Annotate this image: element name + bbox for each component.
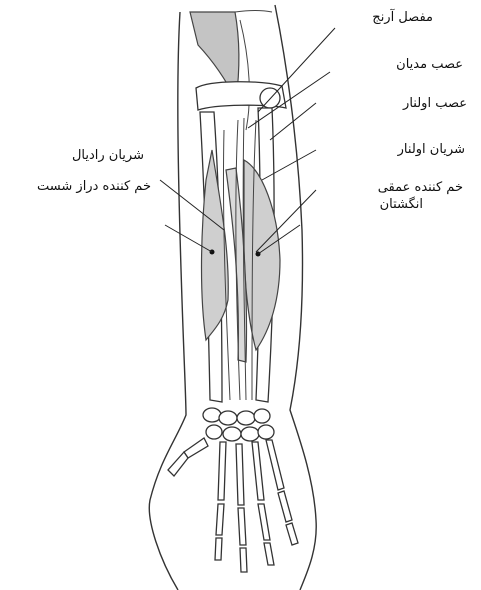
label-long-wrist-flexor: خم کننده دراز شست <box>37 179 151 195</box>
label-radial-artery: شریان رادیال <box>72 148 144 164</box>
carpal-bones <box>203 408 274 441</box>
label-median-nerve: عصب مدیان <box>396 57 463 73</box>
label-deep-flexor-line1: خم کننده عمقی <box>378 180 463 196</box>
label-elbow-joint: مفصل آرنج <box>372 10 433 26</box>
thumb-bone <box>184 438 208 458</box>
finger-bones <box>215 440 298 572</box>
label-ulnar-nerve: عصب اولنار <box>403 96 467 112</box>
arm-outline <box>149 12 186 590</box>
label-ulnar-artery: شریان اولنار <box>398 142 465 158</box>
label-deep-flexor-line2: انگشتان <box>380 197 423 213</box>
leader-elbow-joint <box>258 28 335 112</box>
